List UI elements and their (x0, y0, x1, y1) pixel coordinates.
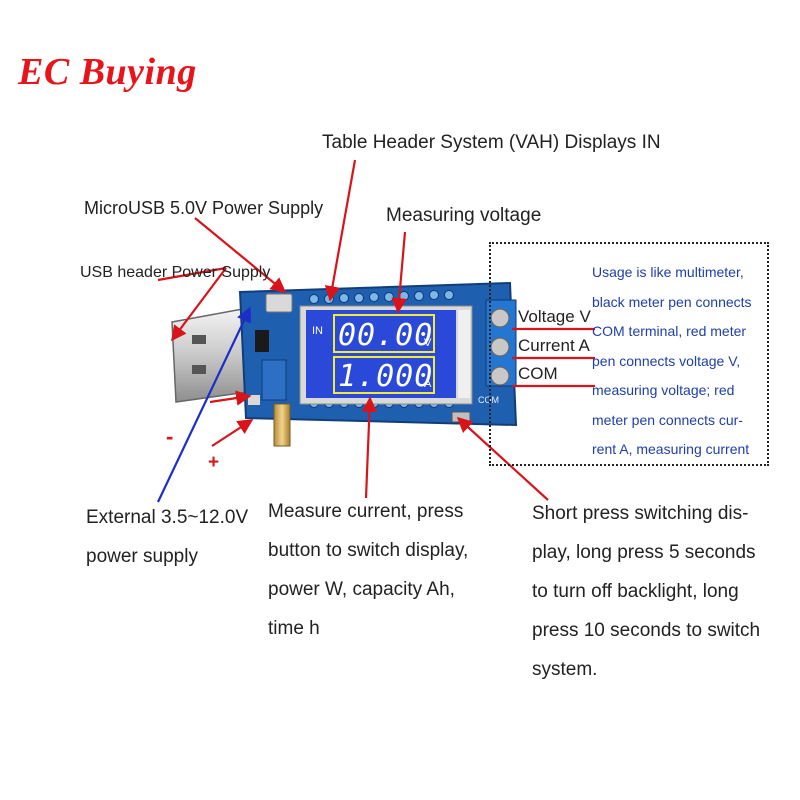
short-press-description: Short press switching dis- play, long pr… (532, 494, 760, 689)
blue-callout-arrow (157, 306, 252, 503)
measure-current-line: time h (268, 618, 320, 639)
usage-note-line: pen connects voltage V, (592, 352, 741, 369)
external-power-line: power supply (86, 546, 198, 567)
short-press-line: play, long press 5 seconds (532, 542, 756, 563)
external-power-line: External 3.5~12.0V (86, 507, 249, 528)
measure-current-line: button to switch display, (268, 540, 469, 561)
short-press-line: system. (532, 659, 598, 680)
usb-plug (171, 307, 249, 403)
measure-current-line: power W, capacity Ah, (268, 579, 455, 600)
label-minus: - (166, 424, 174, 449)
usage-note-line: rent A, measuring current (592, 441, 750, 457)
label-measuring-voltage: Measuring voltage (386, 205, 542, 226)
label-table-header: Table Header System (VAH) Displays IN (322, 132, 661, 153)
lcd-current-unit: A (424, 378, 432, 390)
label-plus: + (208, 452, 220, 473)
short-press-line: press 10 seconds to switch (532, 620, 761, 641)
label-com-terminal: COM (518, 364, 558, 383)
measure-current-description: Measure current, press button to switch … (268, 492, 468, 648)
usage-note-line: COM terminal, red meter (592, 323, 747, 339)
usage-note-box (489, 242, 769, 466)
measure-current-line: Measure current, press (268, 501, 464, 522)
usage-note-line: black meter pen connects (592, 293, 752, 310)
usage-note-line: meter pen connects cur- (592, 411, 743, 428)
lcd-in-label: IN (312, 325, 323, 337)
board-com-silk: COM (478, 395, 499, 405)
lcd-display: IN 00.00 V 1.000 A (299, 305, 473, 405)
brand-logo: EC Buying (18, 51, 197, 93)
usage-note: Usage is like multimeter, black meter pe… (592, 258, 770, 465)
label-microusb: MicroUSB 5.0V Power Supply (84, 198, 324, 218)
short-press-line: to turn off backlight, long (532, 581, 739, 602)
short-press-line: Short press switching dis- (532, 503, 749, 524)
label-voltage-terminal: Voltage V (518, 307, 591, 326)
lcd-voltage-unit: V (424, 337, 432, 349)
usage-note-line: Usage is like multimeter, (592, 264, 744, 280)
label-current-terminal: Current A (518, 336, 590, 355)
usage-note-line: measuring voltage; red (592, 382, 735, 398)
lcd-voltage-reading: 00.00 (338, 318, 433, 353)
label-usb-header: USB header Power Supply (80, 264, 271, 281)
callout-arrows (157, 159, 595, 501)
external-power-label: External 3.5~12.0V power supply (86, 498, 248, 576)
lcd-current-reading: 1.000 (338, 359, 433, 394)
